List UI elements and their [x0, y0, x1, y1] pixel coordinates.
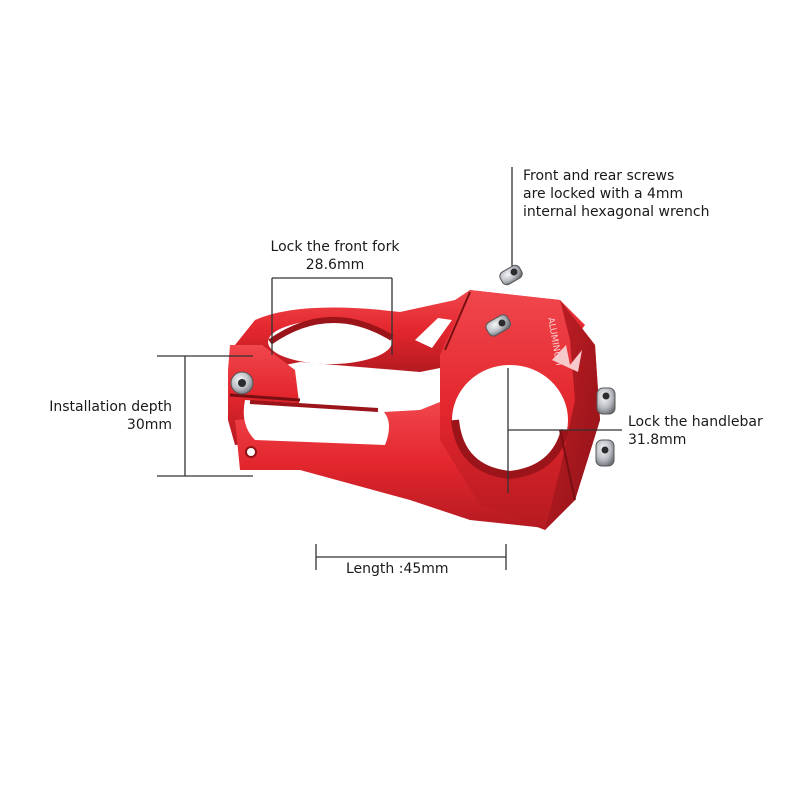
- body-slot-shade: [249, 400, 379, 412]
- upper-window: [415, 318, 452, 348]
- dimension-fork: [271, 277, 393, 355]
- handlebar-value: 31.8mm: [628, 432, 687, 448]
- bolt-fork: [230, 371, 254, 395]
- handlebar-title: Lock the handlebar: [628, 414, 763, 430]
- handlebar-bore-inner: [451, 419, 569, 480]
- fork-bore: [268, 320, 392, 364]
- screws-annotation: Front and rear screws are locked with a …: [523, 167, 709, 221]
- length-annotation: Length :45mm: [346, 560, 449, 578]
- dimension-handlebar: [507, 368, 622, 493]
- bolt-side-lower: [595, 439, 615, 467]
- screws-line-3: internal hexagonal wrench: [523, 204, 710, 220]
- dimension-depth: [157, 355, 253, 477]
- dimension-length: [315, 544, 507, 570]
- handlebar-clamp-side: [545, 300, 600, 530]
- bolt-rear-top: [485, 314, 512, 337]
- body-slot: [243, 400, 389, 445]
- bolt-front-top: [499, 264, 523, 286]
- fork-title: Lock the front fork: [270, 239, 400, 255]
- logo-mark: [552, 345, 582, 372]
- depth-value: 30mm: [126, 417, 172, 433]
- handlebar-bore: [452, 365, 568, 475]
- depth-annotation: Installation depth 30mm: [28, 398, 172, 434]
- handlebar-annotation: Lock the handlebar 31.8mm: [628, 413, 763, 449]
- fork-annotation: Lock the front fork 28.6mm: [262, 238, 408, 274]
- screws-line-2: are locked with a 4mm: [523, 186, 684, 202]
- length-text: Length :45mm: [346, 561, 449, 577]
- bolt-side-upper: [596, 387, 616, 415]
- screws-line-1: Front and rear screws: [523, 168, 675, 184]
- fork-bore-inner: [268, 317, 394, 345]
- faceplate-split: [444, 291, 576, 501]
- depth-title: Installation depth: [49, 399, 172, 415]
- fork-clamp-split: [229, 393, 301, 402]
- bolt-hole-lower: [245, 446, 257, 458]
- fork-value: 28.6mm: [305, 257, 365, 273]
